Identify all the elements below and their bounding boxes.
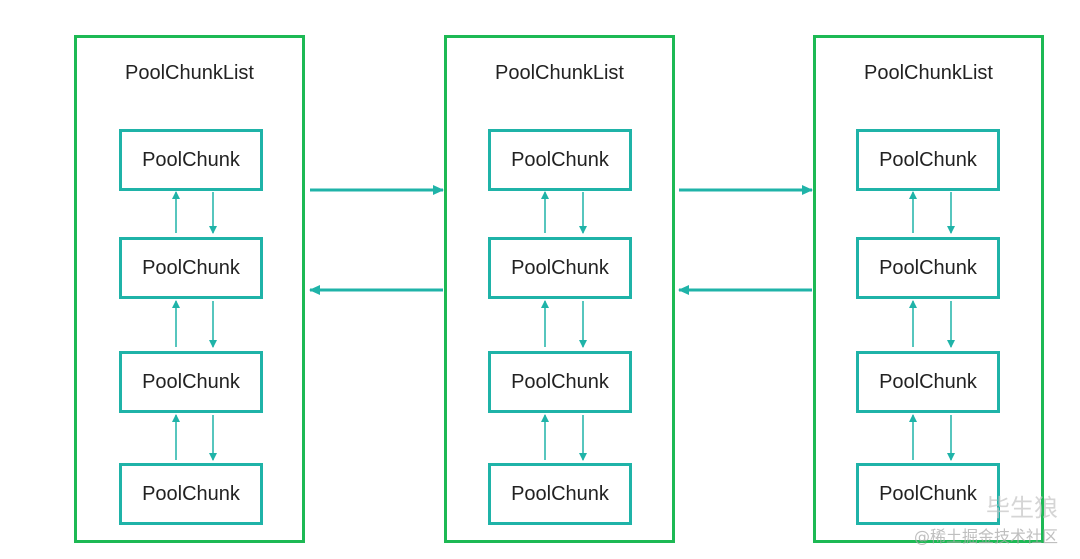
pool-chunk: PoolChunk xyxy=(119,129,263,191)
pool-chunk: PoolChunk xyxy=(119,463,263,525)
watermark: 毕生狼 @稀土掘金技术社区 xyxy=(914,488,1058,547)
pool-chunk-list-1: PoolChunkList PoolChunk PoolChunk PoolCh… xyxy=(74,35,305,543)
pool-chunk: PoolChunk xyxy=(856,463,1000,525)
list-title: PoolChunkList xyxy=(125,62,254,84)
watermark-community: @稀土掘金技术社区 xyxy=(913,527,1058,546)
pool-chunk: PoolChunk xyxy=(488,129,632,191)
list-title: PoolChunkList xyxy=(495,62,624,84)
pool-chunk-list-3: PoolChunkList PoolChunk PoolChunk PoolCh… xyxy=(813,35,1044,543)
watermark-author: 毕生狼 xyxy=(986,494,1058,522)
pool-chunk: PoolChunk xyxy=(488,237,632,299)
pool-chunk: PoolChunk xyxy=(119,351,263,413)
pool-chunk: PoolChunk xyxy=(856,351,1000,413)
pool-chunk: PoolChunk xyxy=(856,237,1000,299)
pool-chunk: PoolChunk xyxy=(856,129,1000,191)
list-title: PoolChunkList xyxy=(864,62,993,84)
pool-chunk-list-2: PoolChunkList PoolChunk PoolChunk PoolCh… xyxy=(444,35,675,543)
pool-chunk: PoolChunk xyxy=(488,463,632,525)
pool-chunk: PoolChunk xyxy=(488,351,632,413)
pool-chunk: PoolChunk xyxy=(119,237,263,299)
